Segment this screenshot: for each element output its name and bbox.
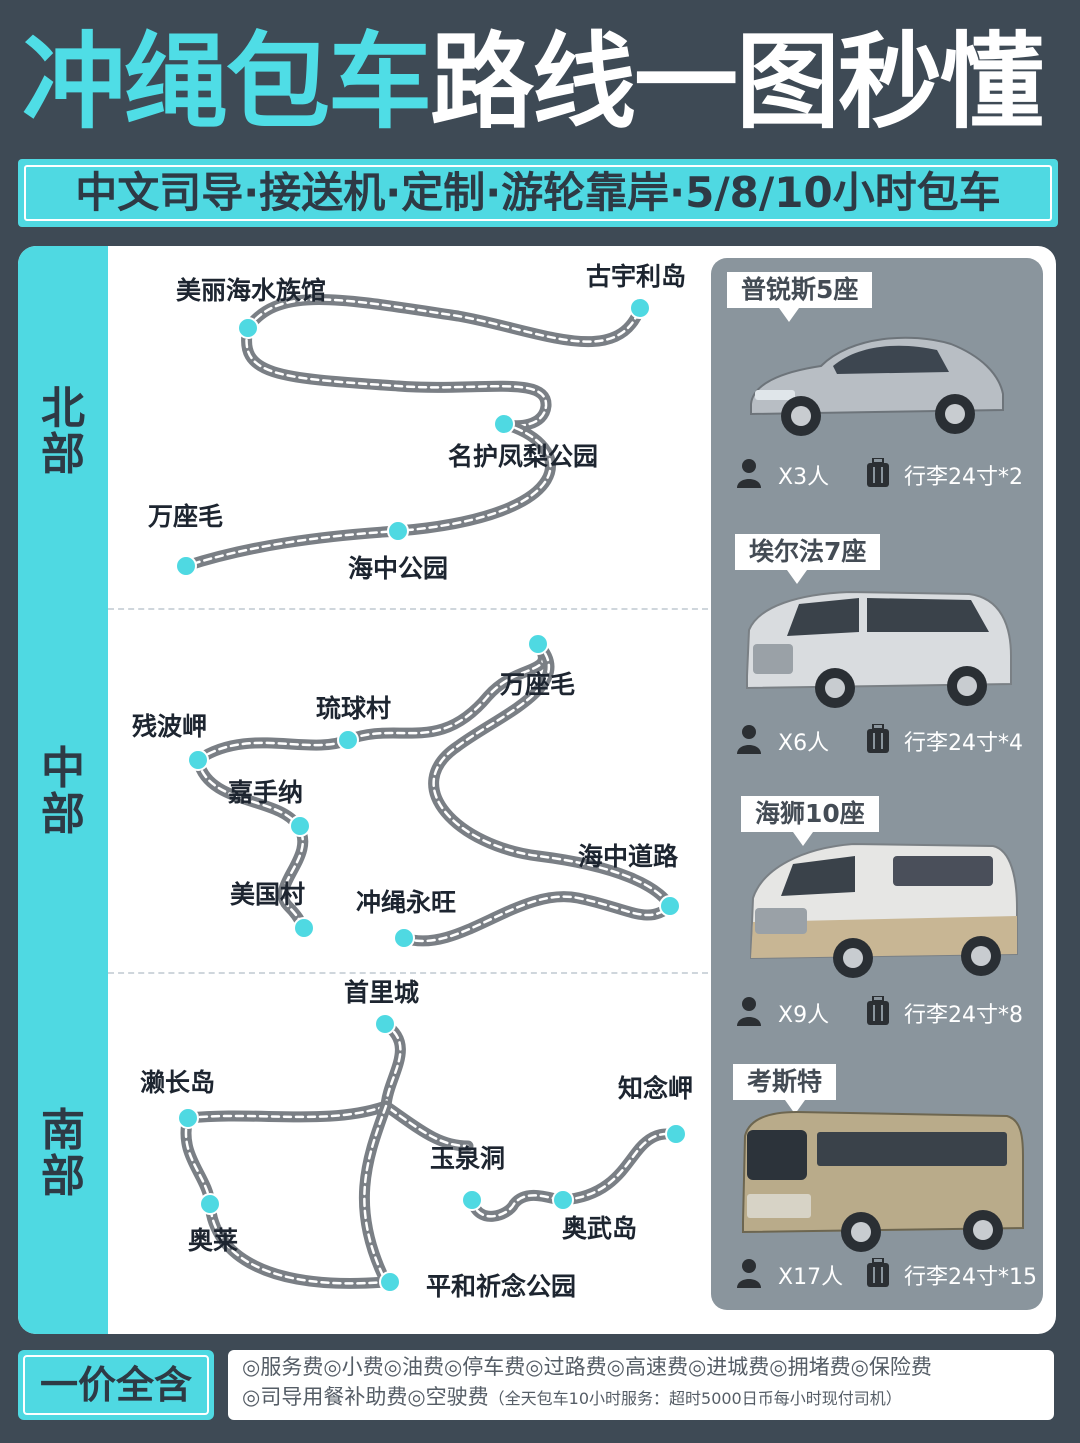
- region-south-label: 南部: [41, 1105, 85, 1202]
- south-roads: [180, 1018, 682, 1289]
- fees-line-2-text: ◎司导用餐补助费◎空驶费: [242, 1385, 489, 1409]
- road-centerline: [196, 758, 306, 930]
- road-centerline: [432, 642, 672, 908]
- title-highlight: 冲绳包车: [22, 21, 432, 143]
- place-central-zanpa: 残波岬: [132, 712, 208, 741]
- road-centerline: [186, 1104, 470, 1148]
- subtitle-bar: 中文司导·接送机·定制·游轮靠岸·5/8/10小时包车: [18, 159, 1058, 227]
- place-marker-dot: [393, 927, 415, 949]
- place-south-gyokusendo: 玉泉洞: [430, 1144, 506, 1173]
- place-central-ryukyu: 琉球村: [316, 694, 392, 723]
- place-south-senaga: 濑长岛: [140, 1068, 216, 1097]
- fees-line-2: ◎司导用餐补助费◎空驶费（全天包车10小时服务：超时5000日币每小时现付司机）: [242, 1382, 1040, 1414]
- luggage-icon: [865, 1257, 891, 1297]
- vehicle-tag-hiace: 海狮10座: [741, 796, 879, 846]
- fees-note: （全天包车10小时服务：超时5000日币每小时现付司机）: [488, 1389, 902, 1408]
- road-centerline: [402, 895, 672, 943]
- place-south-chinen: 知念岬: [618, 1074, 694, 1103]
- road-centerline: [383, 1022, 402, 1108]
- place-south-shuri: 首里城: [344, 978, 420, 1007]
- place-marker-dot: [187, 749, 209, 771]
- vehicle-tag-prius: 普锐斯5座: [727, 272, 873, 322]
- place-south-outlet: 奥莱: [188, 1226, 239, 1255]
- vehicle-panel: 普锐斯5座 X3人 行李24寸*2 埃尔法7座 X6人: [711, 258, 1043, 1310]
- place-marker-dot: [493, 413, 515, 435]
- place-marker-dot: [177, 1107, 199, 1129]
- place-marker-dot: [552, 1189, 574, 1211]
- place-marker-dot: [659, 895, 681, 917]
- person-icon: [735, 458, 763, 497]
- luggage-icon: [865, 457, 891, 497]
- place-marker-dot: [374, 1013, 396, 1035]
- person-icon: [735, 724, 763, 763]
- road-segment: [358, 1100, 392, 1288]
- road-centerline: [470, 1132, 678, 1218]
- place-marker-dot: [237, 317, 259, 339]
- central-roads: [192, 638, 676, 947]
- place-marker-dot: [289, 815, 311, 837]
- all-inclusive-text: 一价全含: [23, 1355, 209, 1415]
- place-marker-dot: [175, 555, 197, 577]
- all-inclusive-badge: 一价全含: [18, 1350, 214, 1420]
- luggage-icon: [865, 995, 891, 1035]
- fees-box: ◎服务费◎小费◎油费◎停车费◎过路费◎高速费◎进城费◎拥堵费◎保险费 ◎司导用餐…: [228, 1350, 1054, 1420]
- road-centerline: [245, 326, 548, 427]
- place-marker-dot: [629, 297, 651, 319]
- route-panel: 北部 中部 南部: [18, 246, 1056, 1334]
- place-south-peace-park: 平和祈念公园: [426, 1272, 577, 1301]
- place-central-aeon: 冲绳永旺: [356, 888, 457, 917]
- car-hiace-image: [750, 842, 1018, 978]
- place-north-kouri: 古宇利岛: [586, 262, 687, 291]
- place-central-manzamo: 万座毛: [500, 670, 576, 699]
- place-central-kadena: 嘉手纳: [228, 778, 304, 807]
- place-central-american-village: 美国村: [230, 880, 306, 909]
- car-prius-image: [750, 336, 1004, 436]
- place-marker-dot: [199, 1193, 221, 1215]
- place-central-kaichu: 海中道路: [578, 842, 679, 871]
- place-north-manzamo: 万座毛: [148, 502, 224, 531]
- place-north-nago: 名护凤梨公园: [448, 442, 599, 471]
- car-coaster-image: [742, 1110, 1024, 1252]
- fees-line-1: ◎服务费◎小费◎油费◎停车费◎过路费◎高速费◎进城费◎拥堵费◎保险费: [242, 1355, 932, 1379]
- person-icon: [735, 996, 763, 1035]
- road-centerline: [184, 1116, 388, 1285]
- place-marker-dot: [665, 1123, 687, 1145]
- region-central-label: 中部: [41, 743, 85, 840]
- route-map: [175, 294, 687, 1293]
- vehicle-info-prius: X3人 行李24寸*2: [735, 457, 1023, 497]
- place-marker-dot: [527, 633, 549, 655]
- place-north-marine-park: 海中公园: [348, 554, 449, 583]
- vehicle-info-alphard: X6人 行李24寸*4: [735, 723, 1023, 763]
- region-north-label: 北部: [41, 383, 85, 480]
- subtitle-text: 中文司导·接送机·定制·游轮靠岸·5/8/10小时包车: [24, 165, 1052, 221]
- place-north-aquarium: 美丽海水族馆: [176, 276, 327, 305]
- place-marker-dot: [337, 729, 359, 751]
- place-marker-dot: [387, 520, 409, 542]
- place-marker-dot: [293, 917, 315, 939]
- vehicle-tag-alphard: 埃尔法7座: [735, 534, 881, 584]
- place-marker-dot: [379, 1271, 401, 1293]
- road-centerline: [196, 642, 545, 762]
- person-icon: [735, 1258, 763, 1297]
- road-centerline: [246, 298, 642, 343]
- car-alphard-image: [746, 590, 1012, 708]
- title-rest: 路线一图秒懂: [430, 21, 1044, 143]
- road-segment: [182, 1100, 474, 1152]
- place-south-ou: 奥武岛: [562, 1214, 638, 1243]
- vehicle-info-hiace: X9人 行李24寸*8: [735, 995, 1023, 1035]
- region-sidebar: [18, 246, 108, 1334]
- place-marker-dot: [461, 1189, 483, 1211]
- north-roads: [180, 294, 646, 572]
- road-centerline: [184, 422, 552, 568]
- page-title: 冲绳包车路线一图秒懂: [22, 20, 1062, 144]
- vehicle-tag-coaster: 考斯特: [733, 1064, 837, 1114]
- region-divider-2: [108, 972, 708, 974]
- luggage-icon: [865, 723, 891, 763]
- road-centerline: [363, 1104, 388, 1284]
- vehicle-info-coaster: X17人 行李24寸*15: [735, 1257, 1037, 1297]
- region-divider-1: [108, 608, 708, 610]
